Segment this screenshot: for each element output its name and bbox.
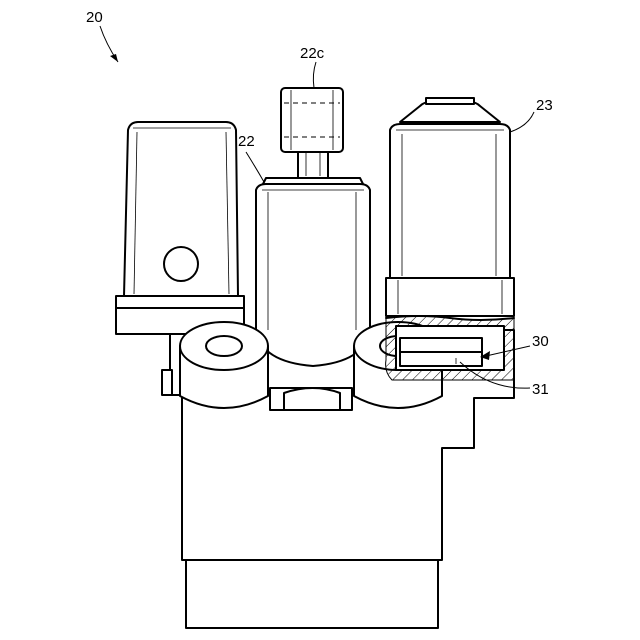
circuit-board-30	[400, 338, 482, 352]
valve-neck	[298, 150, 328, 178]
label-30: 30	[532, 333, 549, 350]
side-tab	[162, 370, 172, 395]
left-flange	[116, 296, 244, 308]
label-22c: 22c	[300, 45, 325, 62]
left-boss	[180, 322, 268, 408]
valve-cap-22c	[281, 88, 343, 152]
valve-22	[256, 88, 370, 366]
label-22: 22	[238, 133, 255, 150]
label-23: 23	[536, 97, 553, 114]
cutaway-section	[386, 316, 514, 380]
motor-23	[386, 98, 514, 316]
label-31: 31	[532, 381, 549, 398]
label-20: 20	[86, 9, 103, 26]
left-container	[116, 122, 244, 334]
left-container-port	[164, 247, 198, 281]
motor-flange	[386, 278, 514, 316]
center-notch	[270, 388, 352, 410]
housing-base	[186, 560, 438, 628]
sensor-31	[400, 352, 482, 366]
